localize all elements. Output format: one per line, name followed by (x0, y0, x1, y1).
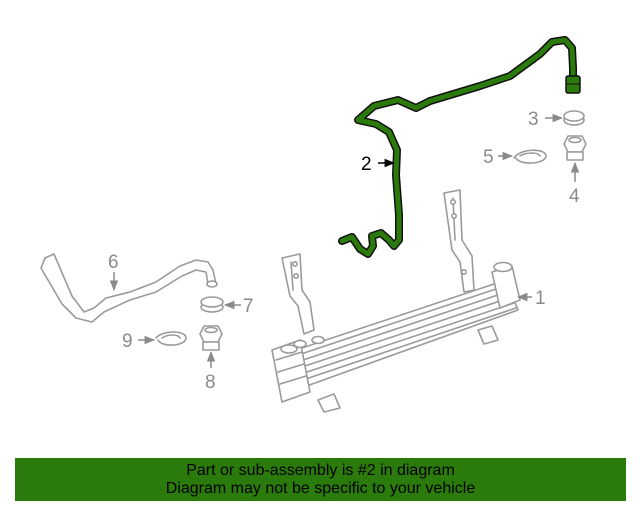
callout-7: 7 (223, 296, 254, 317)
oil-cooler-part[interactable] (271, 189, 521, 413)
callout-3: 3 (528, 109, 564, 130)
callout-6-label: 6 (108, 252, 119, 273)
callout-2-label: 2 (361, 154, 372, 175)
callout-9: 9 (122, 331, 156, 352)
callout-2: 2 (361, 154, 396, 175)
clip-part-9[interactable] (155, 331, 187, 346)
connector-part-4[interactable] (563, 135, 587, 161)
banner-line-1: Part or sub-assembly is #2 in diagram (186, 462, 455, 479)
callout-3-label: 3 (528, 109, 539, 130)
callout-1: 1 (516, 288, 546, 309)
seal-part-3[interactable] (563, 110, 585, 126)
callout-5-label: 5 (483, 147, 494, 168)
banner-line-2: Diagram may not be specific to your vehi… (165, 480, 476, 497)
part-info-banner: Part or sub-assembly is #2 in diagram Di… (15, 458, 626, 501)
callout-9-label: 9 (122, 331, 133, 352)
cooler-tube-part[interactable] (338, 36, 581, 258)
connector-part-8[interactable] (199, 325, 223, 351)
callout-8: 8 (205, 350, 216, 393)
parts-diagram: 1 2 3 4 5 6 7 8 9 (40, 36, 587, 413)
callout-4: 4 (569, 161, 580, 207)
callout-5: 5 (483, 147, 514, 168)
callout-6: 6 (108, 252, 119, 292)
clip-part-5[interactable] (513, 149, 547, 164)
seal-part-7[interactable] (200, 296, 224, 313)
cooler-hose-part[interactable] (40, 253, 218, 323)
callout-7-label: 7 (243, 296, 254, 317)
callout-1-label: 1 (535, 288, 546, 309)
callout-4-label: 4 (569, 186, 580, 207)
callout-8-label: 8 (205, 372, 216, 393)
